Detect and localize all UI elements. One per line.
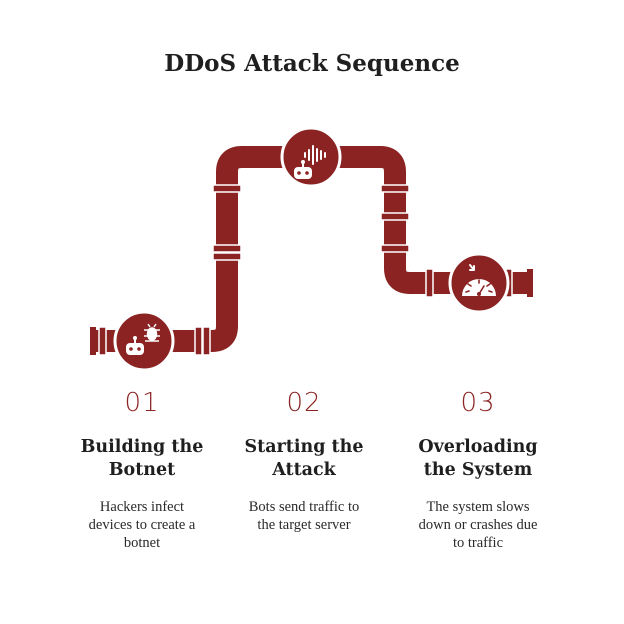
step-description: Bots send traffic to the target server	[219, 498, 389, 534]
pipe-end-cap-left	[90, 327, 96, 355]
desc-line: Bots send traffic to	[248, 499, 360, 515]
step-heading: Building the Botnet	[57, 436, 227, 482]
page-title: DDoS Attack Sequence	[164, 50, 460, 77]
heading-line: Building the	[80, 437, 204, 457]
robot-icon	[126, 336, 144, 355]
robot-icon	[294, 160, 312, 179]
heading-line: Botnet	[108, 460, 176, 480]
step-2-node	[280, 126, 342, 188]
step-3: 03 Overloading the System The system slo…	[393, 388, 563, 552]
heading-line: Attack	[272, 460, 336, 480]
desc-line: devices to create a	[88, 517, 196, 533]
step-3-node	[448, 252, 510, 314]
step-number: 03	[460, 388, 496, 418]
desc-line: Hackers infect	[99, 499, 185, 515]
step-description: The system slows down or crashes due to …	[393, 498, 563, 552]
desc-line: to traffic	[452, 535, 504, 551]
desc-line: botnet	[123, 535, 161, 551]
step-1: 01 Building the Botnet Hackers infect de…	[57, 388, 227, 552]
pipe-end-cap-right	[527, 269, 533, 297]
soundwave-icon	[304, 145, 326, 165]
step-heading: Overloading the System	[393, 436, 563, 482]
heading-line: Overloading	[418, 437, 538, 457]
desc-line: The system slows	[426, 499, 530, 515]
bug-icon	[144, 323, 160, 342]
desc-line: the target server	[257, 517, 351, 533]
step-2: 02 Starting the Attack Bots send traffic…	[219, 388, 389, 534]
step-description: Hackers infect devices to create a botne…	[57, 498, 227, 552]
step-1-node	[113, 310, 175, 372]
desc-line: down or crashes due	[418, 517, 538, 533]
speedometer-icon	[462, 264, 496, 296]
step-number: 01	[124, 388, 160, 418]
heading-line: the System	[423, 460, 533, 480]
step-heading: Starting the Attack	[219, 436, 389, 482]
step-number: 02	[286, 388, 322, 418]
heading-line: Starting the	[244, 437, 364, 457]
